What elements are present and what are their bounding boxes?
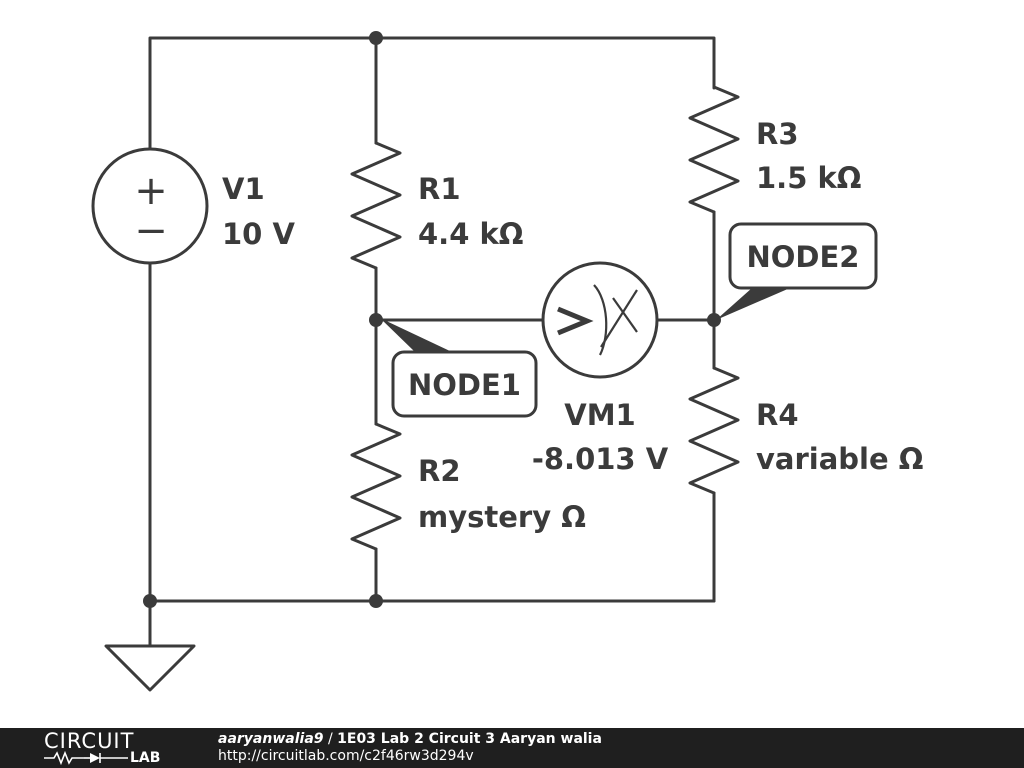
logo-text-circuit: CIRCUIT — [44, 729, 135, 753]
voltage-source-icon — [91, 147, 209, 265]
voltmeter-arrow-icon — [557, 306, 594, 336]
node2-label: NODE2 — [747, 240, 860, 274]
node1-label: NODE1 — [408, 368, 521, 402]
footer-bar: CIRCUIT LAB aaryanwalia9 / 1E03 Lab 2 Ci… — [0, 728, 1024, 768]
r2-name-label: R2 — [418, 454, 461, 488]
logo-waveform-icon — [44, 751, 128, 765]
junction-dot — [369, 31, 383, 45]
voltmeter-dial-arc-icon — [593, 284, 608, 356]
circuitlab-logo[interactable]: CIRCUIT LAB — [44, 730, 184, 766]
r3-value-label: 1.5 kΩ — [756, 161, 861, 195]
resistor-r1[interactable]: R1 4.4 kΩ — [350, 141, 523, 270]
circuit-url-link[interactable]: http://circuitlab.com/c2f46rw3d294v — [218, 748, 474, 764]
resistor-r3[interactable]: R3 1.5 kΩ — [688, 85, 861, 214]
r1-name-label: R1 — [418, 172, 461, 206]
vm1-name-label: VM1 — [564, 398, 635, 432]
resistor-icon — [688, 366, 740, 495]
resistor-r4[interactable]: R4 variable Ω — [688, 366, 923, 495]
meta-separator: / — [323, 731, 338, 747]
wires — [148, 36, 716, 647]
voltmeter-needle-icon — [600, 289, 638, 348]
node2-tag[interactable]: NODE2 — [716, 222, 878, 320]
node2-pointer — [716, 288, 790, 320]
r4-value-label: variable Ω — [756, 442, 923, 476]
resistor-icon — [688, 85, 740, 214]
resistor-icon — [350, 141, 402, 270]
ground-icon — [104, 644, 196, 692]
node2-box — [728, 222, 878, 290]
v1-value-label: 10 V — [222, 217, 295, 251]
resistor-r2[interactable]: R2 mystery Ω — [350, 422, 586, 551]
author-link[interactable]: aaryanwalia9 — [218, 731, 324, 747]
junction-dot — [143, 594, 157, 608]
junctions — [143, 31, 721, 608]
r3-name-label: R3 — [756, 117, 799, 151]
node1-tag[interactable]: NODE1 — [380, 318, 538, 418]
voltmeter-vm1[interactable]: VM1 -8.013 V — [532, 261, 669, 476]
junction-dot — [369, 313, 383, 327]
junction-dot — [369, 594, 383, 608]
v1-name-label: V1 — [222, 172, 265, 206]
circuit-title[interactable]: 1E03 Lab 2 Circuit 3 Aaryan walia — [337, 731, 602, 747]
r2-value-label: mystery Ω — [418, 500, 586, 534]
vm1-reading-label: -8.013 V — [532, 442, 669, 476]
voltage-source-v1[interactable]: + − V1 10 V — [91, 147, 295, 265]
circuit-schematic: + − V1 10 V R1 4.4 kΩ R2 mystery Ω R3 1.… — [91, 31, 923, 692]
voltmeter-tick-icon — [612, 297, 638, 333]
r1-value-label: 4.4 kΩ — [418, 217, 523, 251]
circuit-meta: aaryanwalia9 / 1E03 Lab 2 Circuit 3 Aary… — [218, 731, 602, 765]
r4-name-label: R4 — [756, 398, 799, 432]
node1-pointer — [380, 318, 452, 352]
voltmeter-icon — [541, 261, 659, 379]
junction-dot — [707, 313, 721, 327]
logo-text-lab: LAB — [130, 750, 161, 766]
v1-plus-sign: + — [134, 168, 168, 214]
v1-minus-sign: − — [134, 208, 168, 254]
wire-top — [148, 36, 716, 150]
node1-box — [391, 350, 538, 418]
resistor-icon — [350, 422, 402, 551]
